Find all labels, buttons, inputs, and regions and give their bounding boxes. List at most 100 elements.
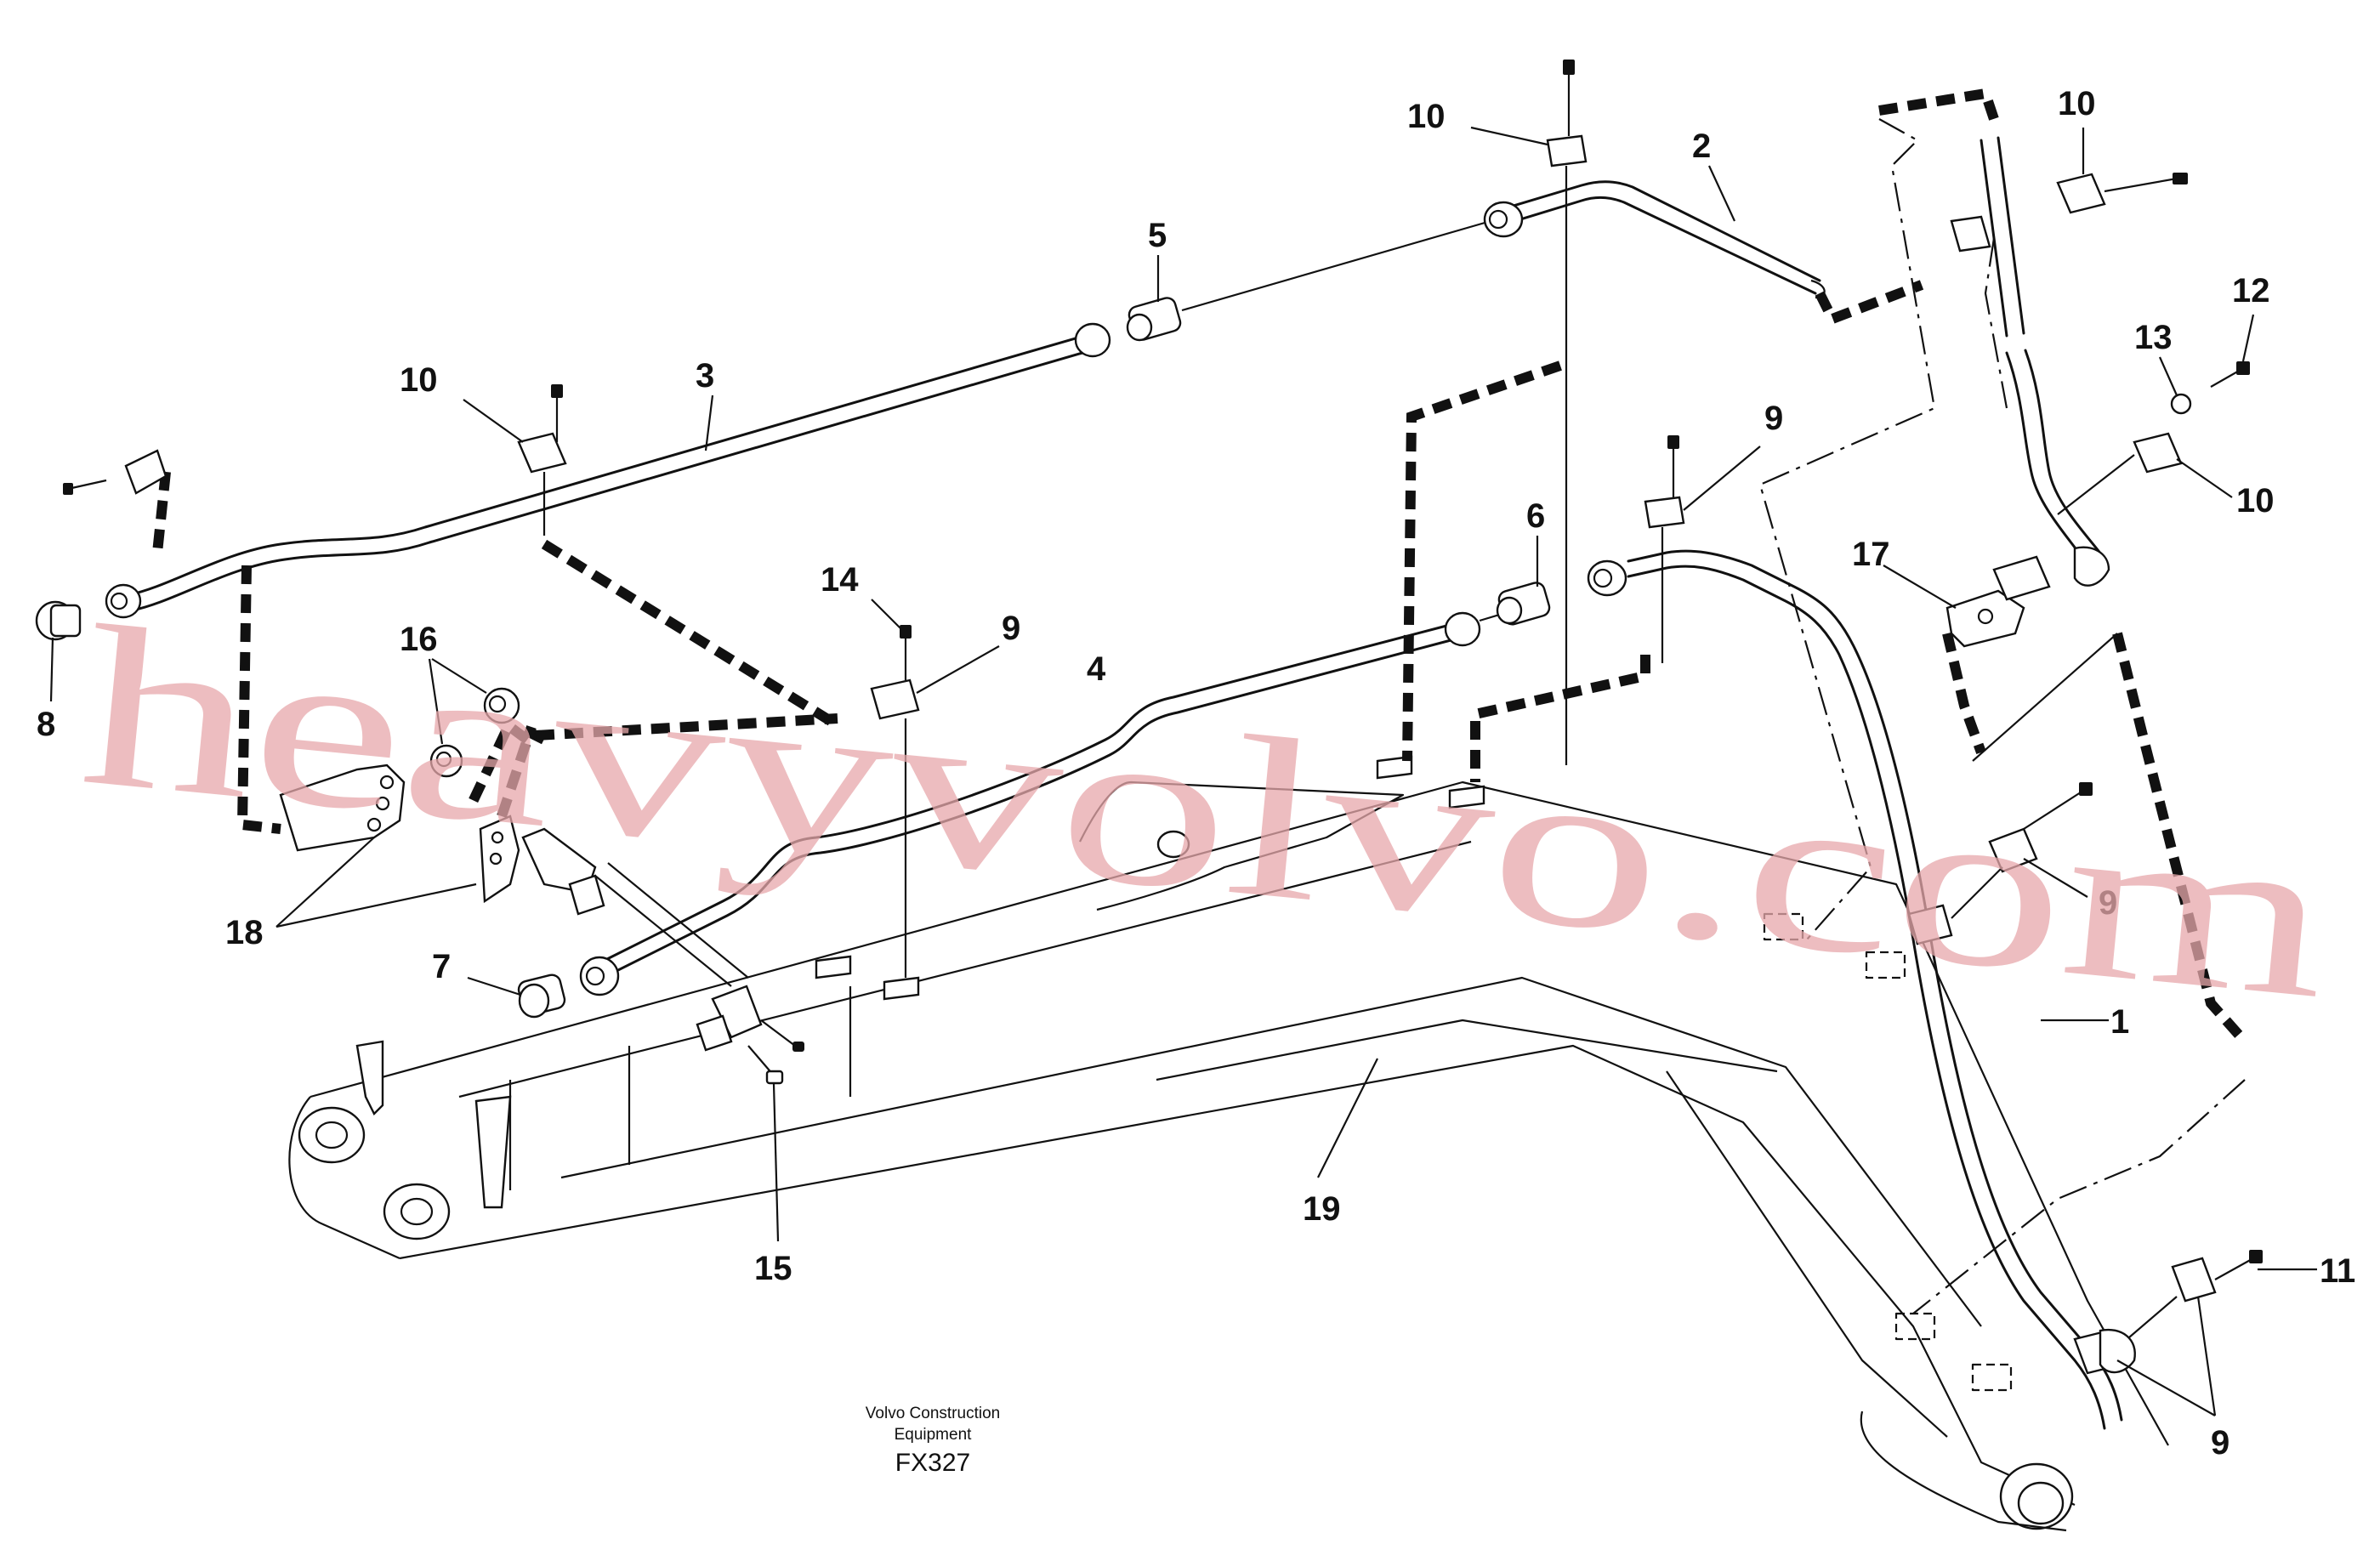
route-dashdot-2 — [1984, 237, 2008, 409]
boom-foot-bore-left — [315, 1121, 349, 1149]
callout-8: 8 — [37, 706, 55, 743]
callout-2: 2 — [1692, 128, 1711, 165]
bolt-11 — [2214, 1257, 2254, 1280]
callout-10-left: 10 — [400, 361, 438, 399]
plate-18-left — [279, 763, 406, 852]
clamp-9-right-upper-base — [1907, 904, 1953, 945]
callout-15: 15 — [754, 1250, 792, 1287]
route-dash-13 — [467, 729, 511, 806]
leader-14 — [871, 599, 902, 630]
leader-17 — [1883, 565, 1957, 609]
callout-9-mid: 9 — [1002, 610, 1020, 647]
plug-7-face — [518, 983, 550, 1019]
callout-9-right-upper: 9 — [2099, 884, 2117, 922]
callout-18: 18 — [225, 914, 264, 951]
leader-9-mid — [916, 645, 1000, 694]
pipe-2-end-nut — [1483, 201, 1524, 238]
drawing-code: FX327 — [895, 1449, 970, 1477]
bolt-12-head — [2236, 361, 2250, 375]
pipe-2-end-cap — [1810, 279, 1826, 299]
pipe-1-end-nut — [1587, 559, 1627, 597]
pipes — [126, 136, 2123, 1430]
pipe-1-end-collar — [2099, 1328, 2136, 1374]
bolt-10-top-head — [1563, 60, 1575, 75]
clamp-9-right-lower — [2171, 1257, 2217, 1303]
pipe-reference-line-1 — [1181, 218, 1497, 312]
callout-19: 19 — [1303, 1190, 1341, 1228]
bolt-9-right-upper — [2023, 790, 2084, 830]
leader-9-bottom-b — [2116, 1359, 2216, 1416]
pipe-1-collar — [2073, 546, 2110, 587]
boom-base-end — [288, 1096, 400, 1260]
plate-17 — [1945, 589, 2025, 648]
hidden-clamp-3 — [1894, 1312, 1936, 1341]
plug-8-body — [49, 604, 82, 638]
spacer-16-bottom — [429, 744, 463, 778]
clamp-10-right-top — [2056, 173, 2106, 214]
pipe-4-lower — [598, 638, 1456, 981]
clamp-block-small — [568, 874, 605, 916]
pipe-2-end-bore — [1488, 209, 1508, 230]
block-17 — [1992, 555, 2051, 601]
clamp-10-right-mid-arm — [2057, 454, 2135, 515]
pipe-stub-lower-2 — [607, 862, 749, 979]
pipe-stub-lower — [594, 875, 732, 987]
route-dash-10 — [1878, 88, 1999, 121]
leader-2 — [1708, 165, 1735, 222]
boom-inner-edge-2 — [560, 976, 1982, 1327]
leader-9-right-upper — [2023, 858, 2088, 898]
weld-bracket-2 — [1448, 785, 1485, 809]
credit-block: Volvo Construction Equipment FX327 — [866, 1405, 1000, 1477]
weld-bracket-1 — [1376, 755, 1413, 780]
callout-14: 14 — [821, 561, 859, 599]
bolt-15-b-head — [765, 1070, 784, 1085]
plate-18-left-hole-2 — [375, 796, 390, 811]
leader-3 — [704, 395, 714, 451]
leader-lines — [49, 126, 2317, 1416]
pipe-3-end-bore — [110, 592, 128, 610]
spacer-16-top-bore — [488, 695, 507, 713]
route-dash-9 — [1815, 280, 1924, 326]
components — [35, 60, 2263, 1375]
callout-5: 5 — [1148, 217, 1167, 254]
pipe-1-end-bore — [1593, 568, 1613, 588]
pipe-4-nut — [1444, 611, 1481, 647]
pipe-4-end-bore — [585, 966, 605, 986]
weld-bracket-4 — [883, 976, 920, 1001]
leader-19 — [1317, 1058, 1378, 1178]
route-dash-11 — [1942, 632, 1986, 755]
clamp-10-left — [517, 432, 567, 474]
callout-13: 13 — [2134, 319, 2173, 356]
pipe-1-outer — [1627, 549, 2123, 1422]
bolt-9-center-top-head — [1667, 435, 1679, 449]
clamp-9-mid — [870, 678, 920, 720]
route-thin-1 — [1972, 633, 2118, 762]
coupling-5-end — [1126, 313, 1153, 342]
leader-7 — [467, 976, 521, 996]
clamp-9-center-top — [1644, 496, 1685, 529]
spacer-16-bottom-bore — [435, 751, 452, 768]
leader-8 — [49, 637, 54, 702]
callout-10-right-mid: 10 — [2236, 482, 2275, 519]
boom-inner-edge-3 — [1156, 1019, 1778, 1081]
base-bracket-left — [355, 1040, 384, 1116]
cylinder-bracket — [1079, 780, 1405, 911]
bolt-15-a-head — [792, 1042, 804, 1052]
clamp-9-right-upper — [1988, 827, 2038, 873]
bolt-10-right-top — [2104, 177, 2178, 193]
pipe-4-upper — [594, 623, 1451, 967]
pipe-2-upper — [1503, 180, 1821, 282]
pipe-4-end-nut — [579, 956, 620, 996]
leader-9-bottom-a — [2196, 1296, 2217, 1416]
route-dash-1 — [152, 471, 171, 553]
plate-17-hole — [1977, 608, 1994, 625]
bracket-pin — [1156, 830, 1190, 859]
callout-10-top: 10 — [1407, 98, 1446, 135]
boom-inner-edge-1 — [458, 840, 1472, 1098]
pipe-3-upper — [126, 334, 1086, 597]
leader-16-b — [428, 658, 444, 745]
clamp-10-right-mid — [2133, 432, 2183, 474]
credit-line-1: Volvo Construction — [866, 1405, 1000, 1422]
